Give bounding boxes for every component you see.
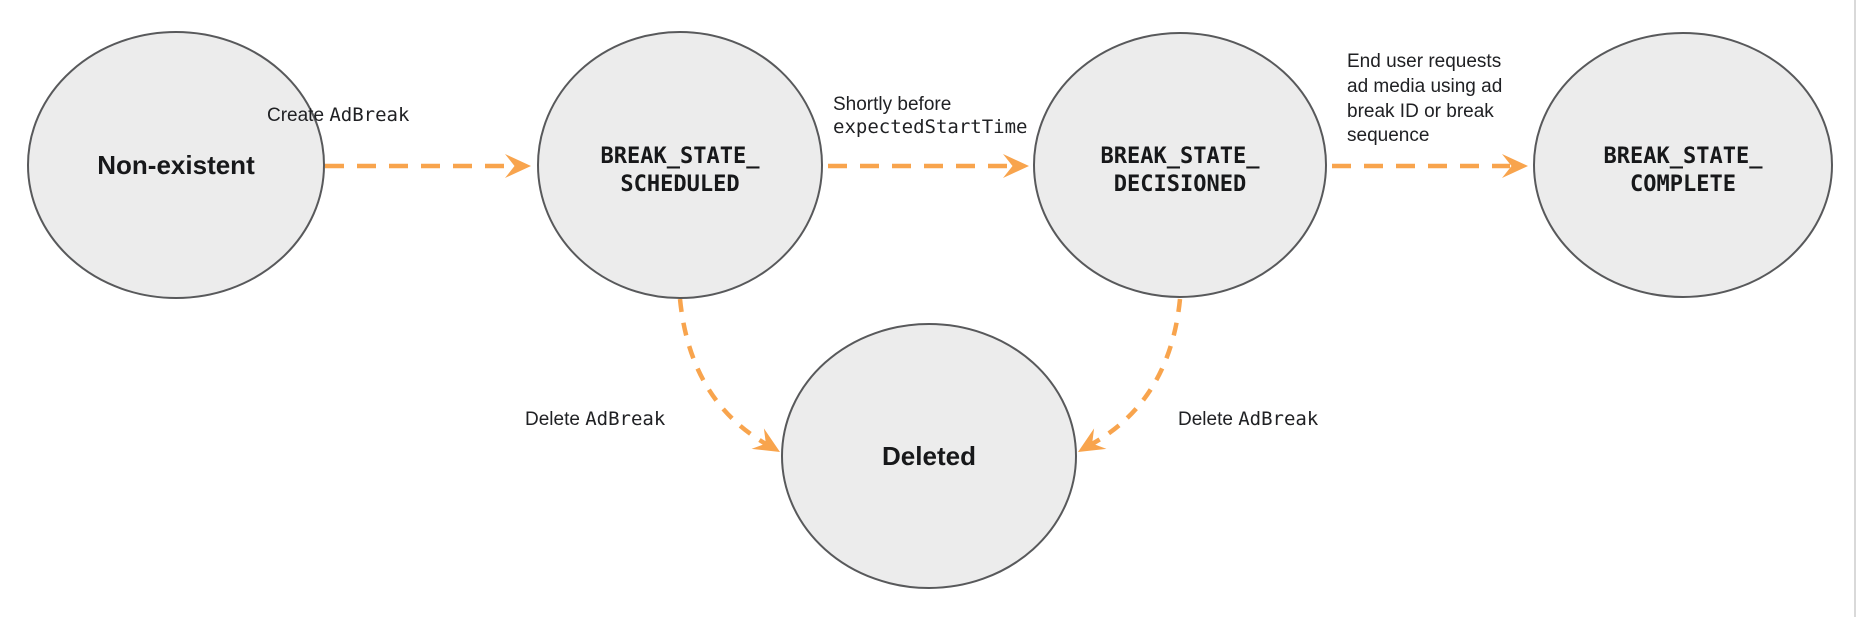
transition-label-shortly-before: Shortly before <box>833 94 951 115</box>
arrow-delete-from-decisioned <box>1090 298 1183 446</box>
state-node-break-state-scheduled: BREAK_STATE_ SCHEDULED <box>537 31 823 299</box>
transition-label-create-plain: Create <box>267 105 329 126</box>
transition-label-expectedstarttime: expectedStartTime <box>833 116 1027 138</box>
arrowhead-delete-from-decisioned <box>1071 428 1107 463</box>
transition-label-end-user-line4: sequence <box>1347 125 1429 146</box>
transition-label-delete-adbreak-left: Delete AdBreak <box>525 408 666 430</box>
arrowhead-delete-from-scheduled <box>751 428 787 463</box>
state-node-break-state-complete: BREAK_STATE_ COMPLETE <box>1533 32 1833 298</box>
transition-label-end-user-line2: ad media using ad <box>1347 76 1502 97</box>
state-label-break-state-complete-line1: BREAK_STATE_ <box>1604 144 1764 169</box>
state-label-break-state-scheduled-line1: BREAK_STATE_ <box>601 144 761 169</box>
transition-label-delete-right-plain: Delete <box>1178 409 1238 430</box>
state-label-break-state-decisioned-line1: BREAK_STATE_ <box>1101 144 1261 169</box>
transition-label-delete-right-code: AdBreak <box>1238 408 1319 430</box>
state-label-non-existent: Non-existent <box>97 150 255 180</box>
transition-arrows <box>325 163 1510 446</box>
transition-label-create-adbreak: Create AdBreak <box>267 104 410 126</box>
transition-label-end-user-line3: break ID or break <box>1347 101 1494 122</box>
arrow-delete-from-scheduled <box>677 298 768 446</box>
state-node-break-state-decisioned: BREAK_STATE_ DECISIONED <box>1033 32 1327 298</box>
state-label-deleted: Deleted <box>882 441 976 471</box>
transition-label-delete-left-code: AdBreak <box>585 408 666 430</box>
transition-label-delete-left-plain: Delete <box>525 409 585 430</box>
transition-label-create-code: AdBreak <box>329 104 410 126</box>
state-label-break-state-scheduled-line2: SCHEDULED <box>620 172 739 197</box>
transition-label-end-user-line1: End user requests <box>1347 51 1501 72</box>
transition-label-delete-adbreak-right: Delete AdBreak <box>1178 408 1319 430</box>
state-circle-break-state-complete <box>1533 32 1833 298</box>
arrowhead-create-adbreak <box>505 154 531 178</box>
state-circle-break-state-scheduled <box>537 31 823 299</box>
state-label-break-state-decisioned-line2: DECISIONED <box>1114 172 1246 197</box>
state-label-break-state-complete-line2: COMPLETE <box>1630 172 1736 197</box>
state-node-deleted: Deleted <box>781 323 1077 589</box>
state-circle-break-state-decisioned <box>1033 32 1327 298</box>
state-circle-deleted <box>781 323 1077 589</box>
transition-label-end-user-requests: End user requests ad media using ad brea… <box>1347 51 1502 146</box>
state-node-non-existent: Non-existent <box>27 31 325 299</box>
state-circle-non-existent <box>27 31 325 299</box>
